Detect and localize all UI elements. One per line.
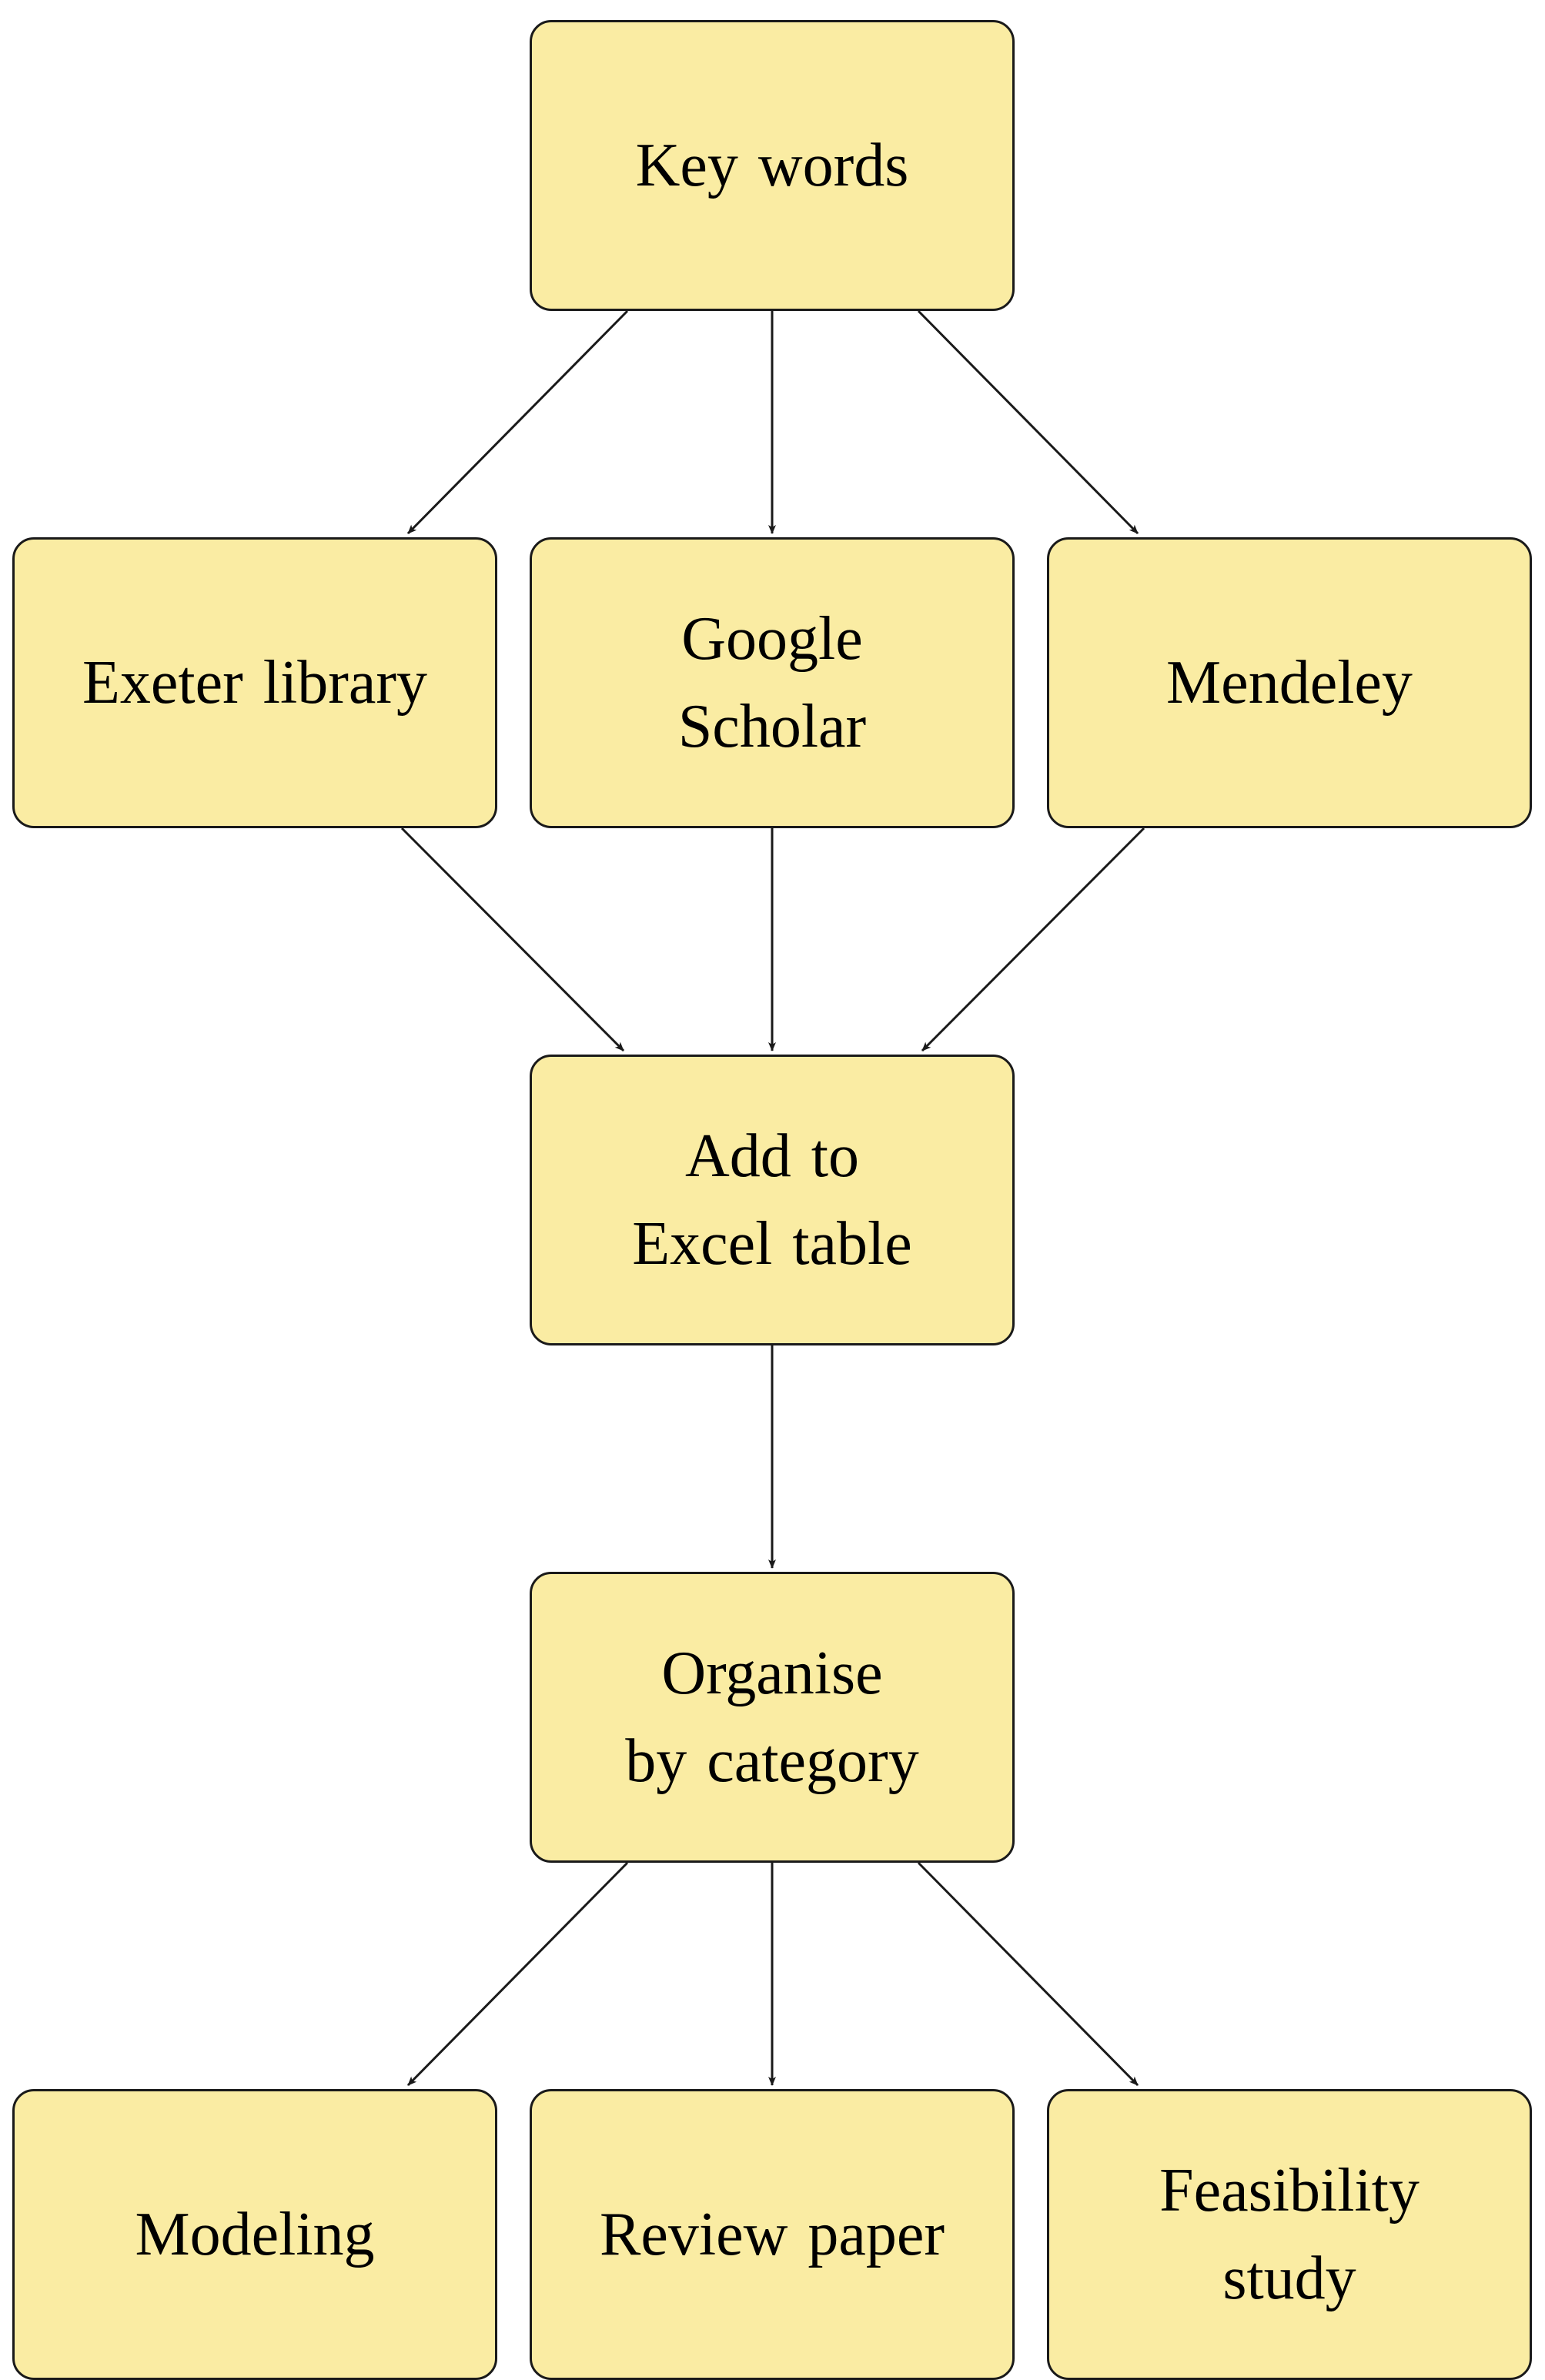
- node-organise-by-category: Organise by category: [530, 1572, 1015, 1863]
- node-label: Add to Excel table: [632, 1122, 912, 1278]
- node-modeling: Modeling: [12, 2089, 497, 2380]
- node-feasibility-study: Feasibility study: [1047, 2089, 1532, 2380]
- node-review-paper: Review paper: [530, 2089, 1015, 2380]
- node-add-to-excel-table: Add to Excel table: [530, 1055, 1015, 1345]
- edge-keywords-exeter: [406, 309, 629, 535]
- node-mendeley: Mendeley: [1047, 537, 1532, 828]
- node-exeter-library: Exeter library: [12, 537, 497, 828]
- node-label: Feasibility study: [1159, 2157, 1420, 2312]
- node-google-scholar: Google Scholar: [530, 537, 1015, 828]
- node-label: Google Scholar: [677, 605, 867, 760]
- node-label: Mendeley: [1166, 649, 1413, 717]
- node-label: Exeter library: [82, 649, 427, 717]
- edge-exeter-excel: [400, 827, 625, 1052]
- edge-organise-feasibility: [917, 1861, 1139, 2087]
- node-label: Review paper: [599, 2201, 945, 2268]
- edge-mendeley-excel: [921, 827, 1145, 1052]
- node-key-words: Key words: [530, 20, 1015, 311]
- edge-organise-modeling: [406, 1861, 629, 2087]
- node-label: Key words: [635, 132, 909, 199]
- node-label: Modeling: [135, 2201, 375, 2268]
- node-label: Organise by category: [625, 1640, 919, 1795]
- edge-keywords-mendeley: [917, 309, 1139, 535]
